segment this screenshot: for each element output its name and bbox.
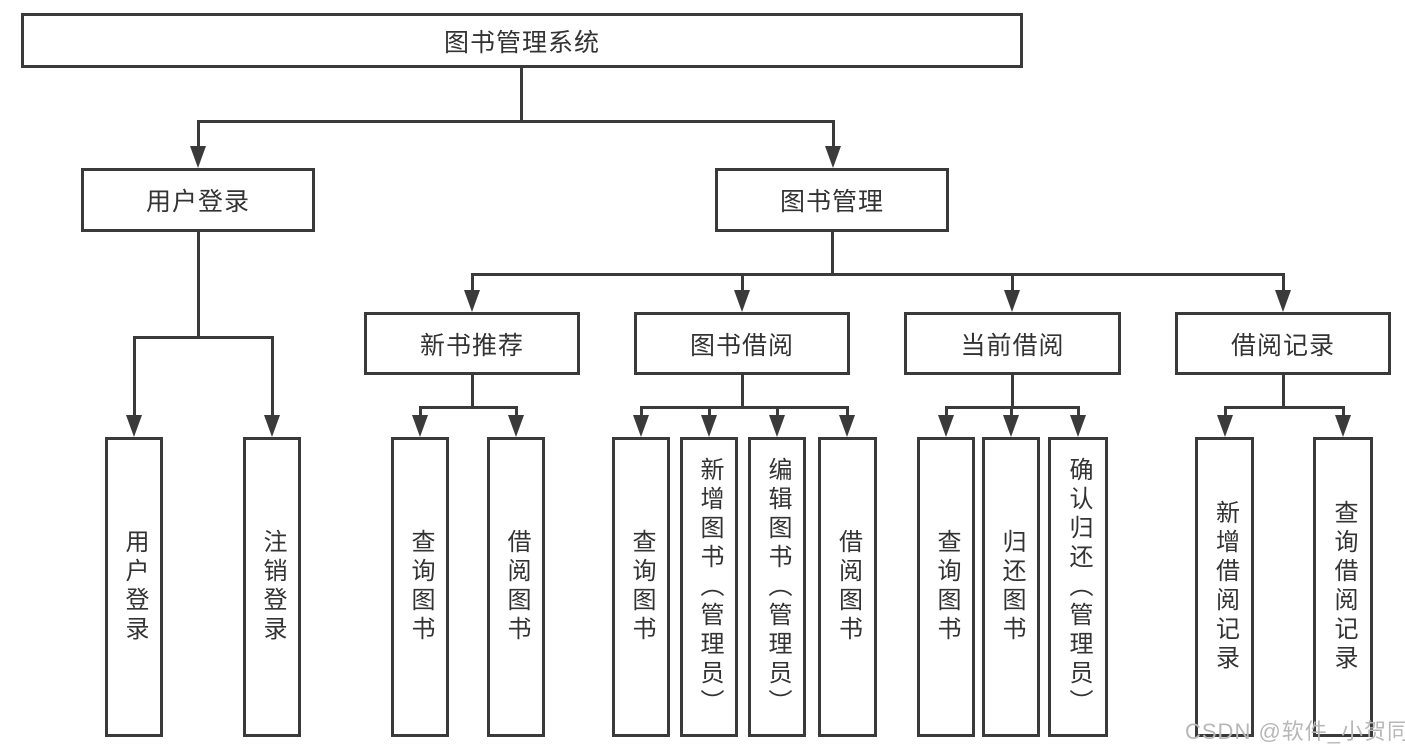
node-leaf-logout: 注销登录 xyxy=(243,437,301,737)
node-current-borrowing: 当前借阅 xyxy=(904,312,1121,375)
connector-line xyxy=(471,273,1284,276)
connector-line xyxy=(741,375,744,406)
arrow-down-icon xyxy=(1003,406,1019,437)
node-library-management-system: 图书管理系统 xyxy=(21,13,1023,68)
node-leaf-query-borrow-record: 查询借阅记录 xyxy=(1313,437,1373,737)
node-leaf-query-books-2: 查询图书 xyxy=(612,437,670,737)
arrow-down-icon xyxy=(633,406,649,437)
arrow-down-icon xyxy=(508,406,524,437)
node-book-borrowing: 图书借阅 xyxy=(634,312,850,375)
arrow-down-icon xyxy=(190,120,206,168)
arrow-down-icon xyxy=(701,406,717,437)
connector-line xyxy=(133,336,273,339)
arrow-down-icon xyxy=(1335,406,1351,437)
arrow-down-icon xyxy=(126,336,142,437)
node-borrowing-records: 借阅记录 xyxy=(1175,312,1391,375)
connector-line xyxy=(471,375,474,406)
connector-line xyxy=(1282,375,1285,406)
connector-line xyxy=(419,406,517,409)
node-book-management: 图书管理 xyxy=(715,168,949,232)
arrow-down-icon xyxy=(412,406,428,437)
connector-line xyxy=(197,120,834,123)
node-user-login: 用户登录 xyxy=(81,168,315,232)
arrow-down-icon xyxy=(825,120,841,168)
connector-line xyxy=(1224,406,1344,409)
arrow-down-icon xyxy=(264,336,280,437)
node-leaf-query-books-1: 查询图书 xyxy=(391,437,449,737)
arrow-down-icon xyxy=(1217,406,1233,437)
arrow-down-icon xyxy=(464,273,480,312)
arrow-down-icon xyxy=(1004,273,1020,312)
arrow-down-icon xyxy=(1275,273,1291,312)
arrow-down-icon xyxy=(1070,406,1086,437)
node-new-book-recommendation: 新书推荐 xyxy=(364,312,580,375)
node-leaf-confirm-return-admin: 确认归还（管理员） xyxy=(1048,437,1108,737)
node-leaf-query-books-3: 查询图书 xyxy=(917,437,975,737)
node-leaf-edit-books-admin: 编辑图书（管理员） xyxy=(748,437,806,737)
csdn-watermark: CSDN @软件_小贺同学 xyxy=(1185,719,1405,744)
connector-line xyxy=(520,68,523,120)
connector-line xyxy=(197,232,200,336)
arrow-down-icon xyxy=(839,406,855,437)
node-leaf-borrow-books-1: 借阅图书 xyxy=(487,437,545,737)
arrow-down-icon xyxy=(938,406,954,437)
connector-line xyxy=(831,232,834,273)
connector-line xyxy=(640,406,849,409)
arrow-down-icon xyxy=(734,273,750,312)
node-leaf-borrow-books-2: 借阅图书 xyxy=(818,437,877,737)
node-leaf-add-books-admin: 新增图书（管理员） xyxy=(680,437,738,737)
node-leaf-add-borrow-record: 新增借阅记录 xyxy=(1195,437,1254,737)
arrow-down-icon xyxy=(769,406,785,437)
node-leaf-user-login: 用户登录 xyxy=(105,437,163,737)
node-leaf-return-books: 归还图书 xyxy=(982,437,1040,737)
connector-line xyxy=(1011,375,1014,406)
